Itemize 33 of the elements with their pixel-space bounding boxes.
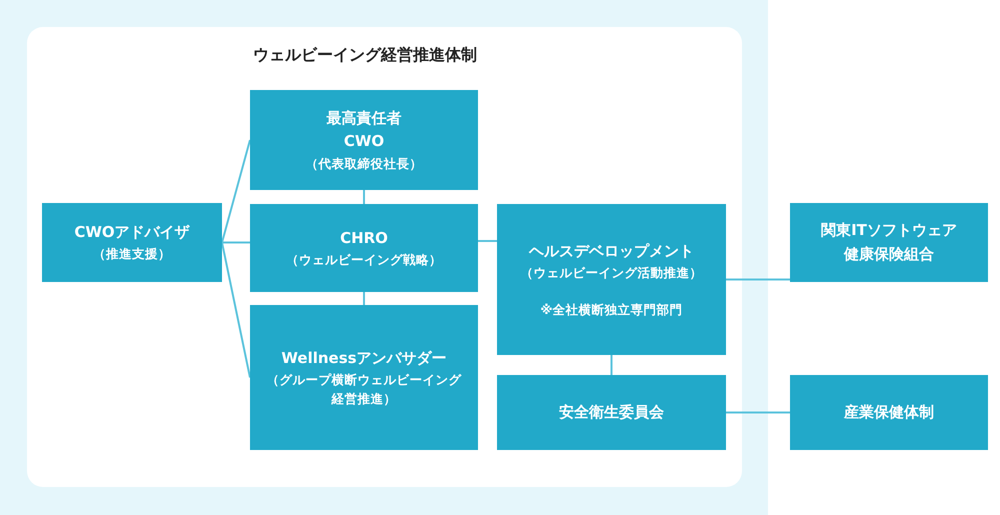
node-text: Wellnessアンバサダー [281,348,447,368]
node-text: ヘルスデベロップメント [529,240,694,262]
node-text: 関東ITソフトウェア健康保険組合 [820,220,958,264]
node-text: CWOアドバイザ [74,222,190,244]
org-box [250,90,478,190]
org-box [250,305,478,450]
connector-line [363,190,365,204]
connector-line [363,292,365,305]
org-box [497,204,726,355]
connector-line [221,242,251,378]
node-text: 安全衛生委員会 [559,402,664,423]
node-text: CHRO [340,228,388,249]
node-text: ※全社横断独立専門部門 [540,301,683,320]
connector-line [610,355,612,375]
connector-line [726,412,790,414]
org-box [250,204,478,292]
connector-line [221,140,251,243]
node-text: 産業保健体制 [844,402,934,423]
diagram-title: ウェルビーイング経営推進体制 [252,45,478,66]
node-text: 最高責任者 [326,108,402,130]
org-box [790,203,988,282]
org-box [42,203,222,282]
node-text: （推進支援） [93,245,171,264]
connector-line [726,278,790,280]
connector-line [222,242,250,244]
node-text: （ウェルビーイング活動推進） [520,264,702,282]
node-text: CWO [344,131,384,152]
node-text: （代表取締役社長） [306,154,422,173]
node-text: （ウェルビーイング戦略） [286,250,442,269]
connector-line [478,240,497,242]
node-text: （グループ横断ウェルビーイング経営推進） [266,370,462,408]
org-box [790,375,988,450]
org-box [497,375,726,450]
